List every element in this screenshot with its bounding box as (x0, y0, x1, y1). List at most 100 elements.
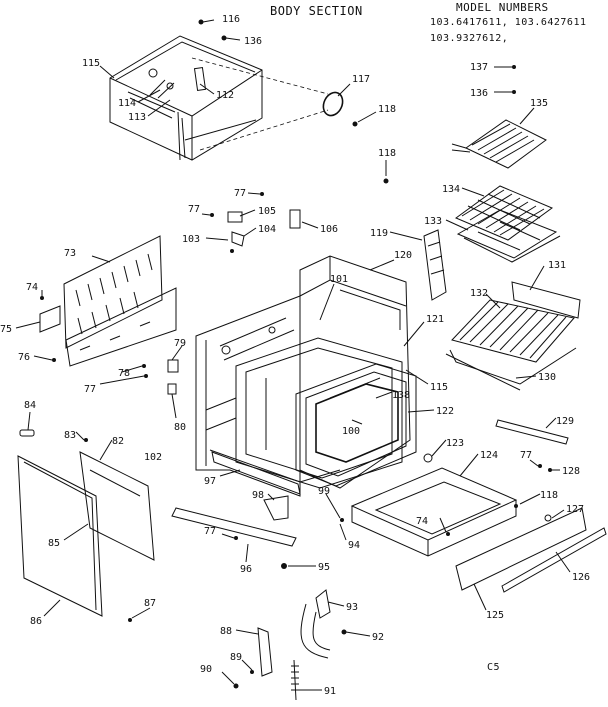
callout-132: 132 (470, 288, 488, 299)
callout-74: 74 (416, 516, 428, 527)
callout-113: 113 (128, 112, 146, 123)
callout-126: 126 (572, 572, 590, 583)
callout-83: 83 (64, 430, 76, 441)
callout-93: 93 (346, 602, 358, 613)
drawer-rail-129 (495, 419, 569, 445)
callout-89: 89 (230, 652, 242, 663)
storage-drawer-124 (350, 467, 518, 557)
callout-115: 115 (82, 58, 100, 69)
bracket-104 (231, 231, 245, 247)
callout-96: 96 (240, 564, 252, 575)
hinge-bracket-88 (257, 627, 273, 677)
oven-door-86 (17, 455, 103, 617)
bracket-75 (39, 305, 61, 333)
callout-102: 102 (144, 452, 162, 463)
broil-element-135 (451, 119, 547, 169)
callout-90: 90 (200, 664, 212, 675)
model-numbers-line-2: 103.9327612, (430, 33, 509, 44)
bracket-105 (227, 211, 243, 223)
bracket-98 (263, 495, 289, 521)
callout-75: 75 (0, 324, 12, 335)
callout-118: 118 (540, 490, 558, 501)
callout-77: 77 (520, 450, 532, 461)
callout-92: 92 (372, 632, 384, 643)
callout-105: 105 (258, 206, 276, 217)
callout-85: 85 (48, 538, 60, 549)
callout-124: 124 (480, 450, 498, 461)
diagram-title: BODY SECTION (270, 4, 363, 18)
callout-98: 98 (252, 490, 264, 501)
door-frame-138 (295, 363, 417, 487)
callout-95: 95 (318, 562, 330, 573)
bracket-106 (289, 209, 301, 229)
top-body-housing (109, 35, 329, 161)
callout-117: 117 (352, 74, 370, 85)
callout-84: 84 (24, 400, 36, 411)
callout-82: 82 (112, 436, 124, 447)
callout-136: 136 (244, 36, 262, 47)
callout-121: 121 (426, 314, 444, 325)
callout-129: 129 (556, 416, 574, 427)
callout-99: 99 (318, 486, 330, 497)
callout-131: 131 (548, 260, 566, 271)
oven-liner-122 (235, 337, 403, 489)
callout-122: 122 (436, 406, 454, 417)
door-inner-panel-82 (79, 451, 155, 561)
callout-94: 94 (348, 540, 360, 551)
hinge-spring-91 (291, 659, 299, 701)
broil-rack-134 (454, 185, 554, 241)
callout-97: 97 (204, 476, 216, 487)
callout-133: 133 (424, 216, 442, 227)
callout-79: 79 (174, 338, 186, 349)
vent-duct-119 (423, 229, 447, 301)
main-body-cabinet (195, 255, 411, 497)
kick-rail-96 (171, 507, 297, 547)
callout-112: 112 (216, 90, 234, 101)
callout-120: 120 (394, 250, 412, 261)
callout-104: 104 (258, 224, 276, 235)
callout-128: 128 (562, 466, 580, 477)
handle-pin-84 (19, 429, 35, 437)
side-panel-73 (63, 235, 177, 367)
callout-87: 87 (144, 598, 156, 609)
callout-118: 118 (378, 104, 396, 115)
bracket-80 (167, 383, 177, 395)
callout-91: 91 (324, 686, 336, 697)
callout-73: 73 (64, 248, 76, 259)
grommet-117 (322, 91, 344, 117)
model-numbers-heading: MODEL NUMBERS (456, 1, 549, 14)
callout-103: 103 (182, 234, 200, 245)
callout-125: 125 (486, 610, 504, 621)
callout-106: 106 (320, 224, 338, 235)
model-numbers-line-1: 103.6417611, 103.6427611 (430, 17, 587, 28)
callout-136: 136 (470, 88, 488, 99)
callout-76: 76 (18, 352, 30, 363)
callout-138: 138 (392, 390, 410, 401)
callout-74: 74 (26, 282, 38, 293)
callout-77: 77 (234, 188, 246, 199)
oven-rack-132 (445, 281, 581, 391)
callout-86: 86 (30, 616, 42, 627)
leader-lines (15, 19, 571, 691)
drawing-code: C5 (487, 662, 501, 673)
callout-118: 118 (378, 148, 396, 159)
callout-88: 88 (220, 626, 232, 637)
callout-130: 130 (538, 372, 556, 383)
callout-77: 77 (188, 204, 200, 215)
callout-127: 127 (566, 504, 584, 515)
callout-119: 119 (370, 228, 388, 239)
callout-115: 115 (430, 382, 448, 393)
callout-80: 80 (174, 422, 186, 433)
callout-134: 134 (442, 184, 460, 195)
callout-100: 100 (342, 426, 360, 437)
callout-135: 135 (530, 98, 548, 109)
callout-123: 123 (446, 438, 464, 449)
broil-pan-133 (456, 209, 561, 263)
callout-77: 77 (84, 384, 96, 395)
drawer-front-125 (455, 507, 607, 593)
bottom-rail-97 (211, 451, 301, 495)
callout-116: 116 (222, 14, 240, 25)
hinge-arm-93 (300, 589, 331, 659)
